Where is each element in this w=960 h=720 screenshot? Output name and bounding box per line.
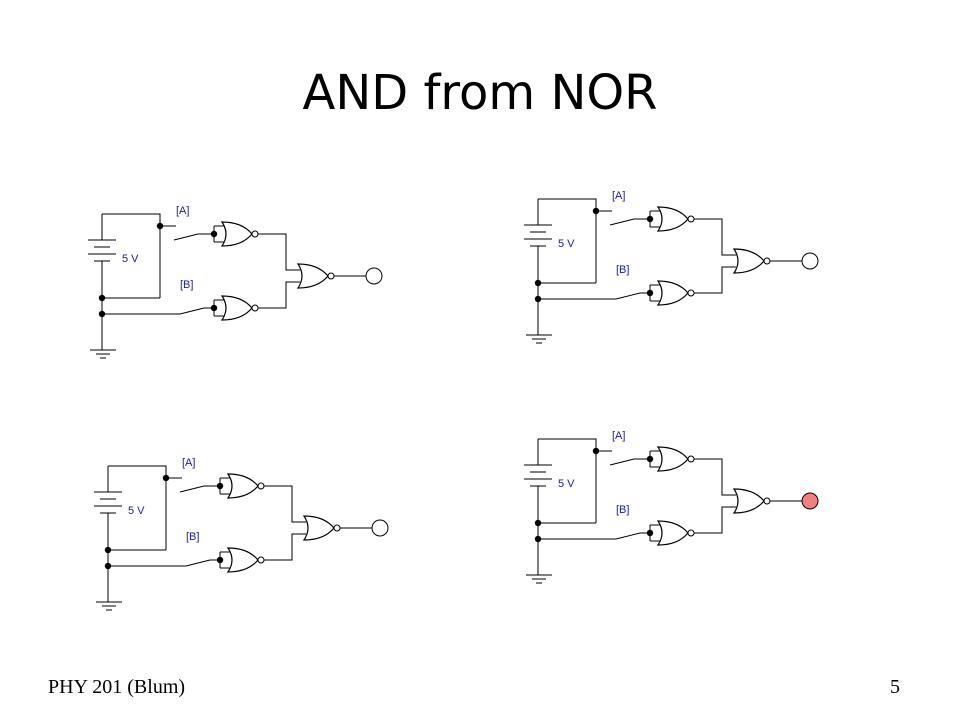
gate1-inputs <box>650 210 660 228</box>
junction-dot <box>98 310 106 318</box>
circuit-bottom-left: 5 V [A] [B] <box>94 457 389 611</box>
battery-label: 5 V <box>122 253 139 265</box>
ground-symbol <box>526 574 552 584</box>
gate1-inputs <box>650 450 660 468</box>
switch-a-label: [A] <box>182 457 195 469</box>
page-number: 5 <box>890 676 900 698</box>
gate2-output-wire <box>694 266 736 294</box>
switch-a-label: [A] <box>612 190 625 202</box>
gate1-inputs <box>214 225 224 243</box>
nor-gate-1 <box>656 446 695 472</box>
gate2-inputs <box>650 524 660 542</box>
supply-wire-top <box>108 465 167 550</box>
nor-gate-3 <box>732 488 771 514</box>
output-led <box>801 492 819 510</box>
junction-dot <box>534 535 542 543</box>
switch-a-blade <box>609 458 635 466</box>
gate2-output-wire <box>694 506 736 534</box>
switch-b-label: [B] <box>616 504 629 516</box>
battery-label: 5 V <box>558 238 575 250</box>
gate2-output-wire <box>264 533 306 561</box>
switch-a-label: [A] <box>176 205 189 217</box>
gate1-output-wire <box>264 485 306 523</box>
ground-symbol <box>526 334 552 344</box>
battery-symbol <box>524 464 552 487</box>
switch-b-label: [B] <box>180 279 193 291</box>
gate1-output-wire <box>694 218 736 256</box>
slide-title: AND from NOR <box>302 65 658 121</box>
gate2-inputs <box>214 299 224 317</box>
switch-b-label: [B] <box>186 531 199 543</box>
nor-gate-2 <box>656 520 695 546</box>
nor-gate-1 <box>220 221 259 247</box>
circuit-top-right: 5 V [A] [B] <box>524 190 819 344</box>
nor-gate-1 <box>226 473 265 499</box>
switch-a-blade <box>173 233 199 241</box>
switch-b-blade <box>185 559 211 567</box>
circuit-top-left: 5 V [A] [B] <box>88 205 383 359</box>
supply-wire-top <box>538 438 597 523</box>
nor-gate-2 <box>226 547 265 573</box>
output-led <box>801 252 819 270</box>
switch-a-blade <box>609 218 635 226</box>
gate2-inputs <box>220 551 230 569</box>
switch-b-blade <box>179 307 205 315</box>
gate2-inputs <box>650 284 660 302</box>
gate1-output-wire <box>258 233 300 271</box>
nor-gate-3 <box>732 248 771 274</box>
supply-wire-top <box>538 198 597 283</box>
junction-dot <box>98 294 106 302</box>
switch-b-label: [B] <box>616 264 629 276</box>
circuit-bottom-right: 5 V [A] [B] <box>524 430 819 584</box>
nor-gate-3 <box>302 515 341 541</box>
supply-wire-top <box>102 213 161 298</box>
junction-dot <box>104 562 112 570</box>
nor-gate-1 <box>656 206 695 232</box>
ground-symbol <box>90 349 116 359</box>
nor-gate-2 <box>656 280 695 306</box>
gate1-output-wire <box>694 458 736 496</box>
battery-symbol <box>94 491 122 514</box>
footer-course: PHY 201 (Blum) <box>48 676 186 698</box>
switch-b-blade <box>615 292 641 300</box>
junction-dot <box>534 279 542 287</box>
switch-b-blade <box>615 532 641 540</box>
junction-dot <box>104 546 112 554</box>
battery-label: 5 V <box>128 505 145 517</box>
junction-dot <box>534 519 542 527</box>
junction-dot <box>534 295 542 303</box>
nor-gate-2 <box>220 295 259 321</box>
ground-symbol <box>96 601 122 611</box>
battery-symbol <box>88 239 116 262</box>
gate2-output-wire <box>258 281 300 309</box>
output-led <box>365 267 383 285</box>
battery-symbol <box>524 224 552 247</box>
battery-label: 5 V <box>558 478 575 490</box>
gate1-inputs <box>220 477 230 495</box>
nor-gate-3 <box>296 263 335 289</box>
switch-a-label: [A] <box>612 430 625 442</box>
output-led <box>371 519 389 537</box>
switch-a-blade <box>179 485 205 493</box>
